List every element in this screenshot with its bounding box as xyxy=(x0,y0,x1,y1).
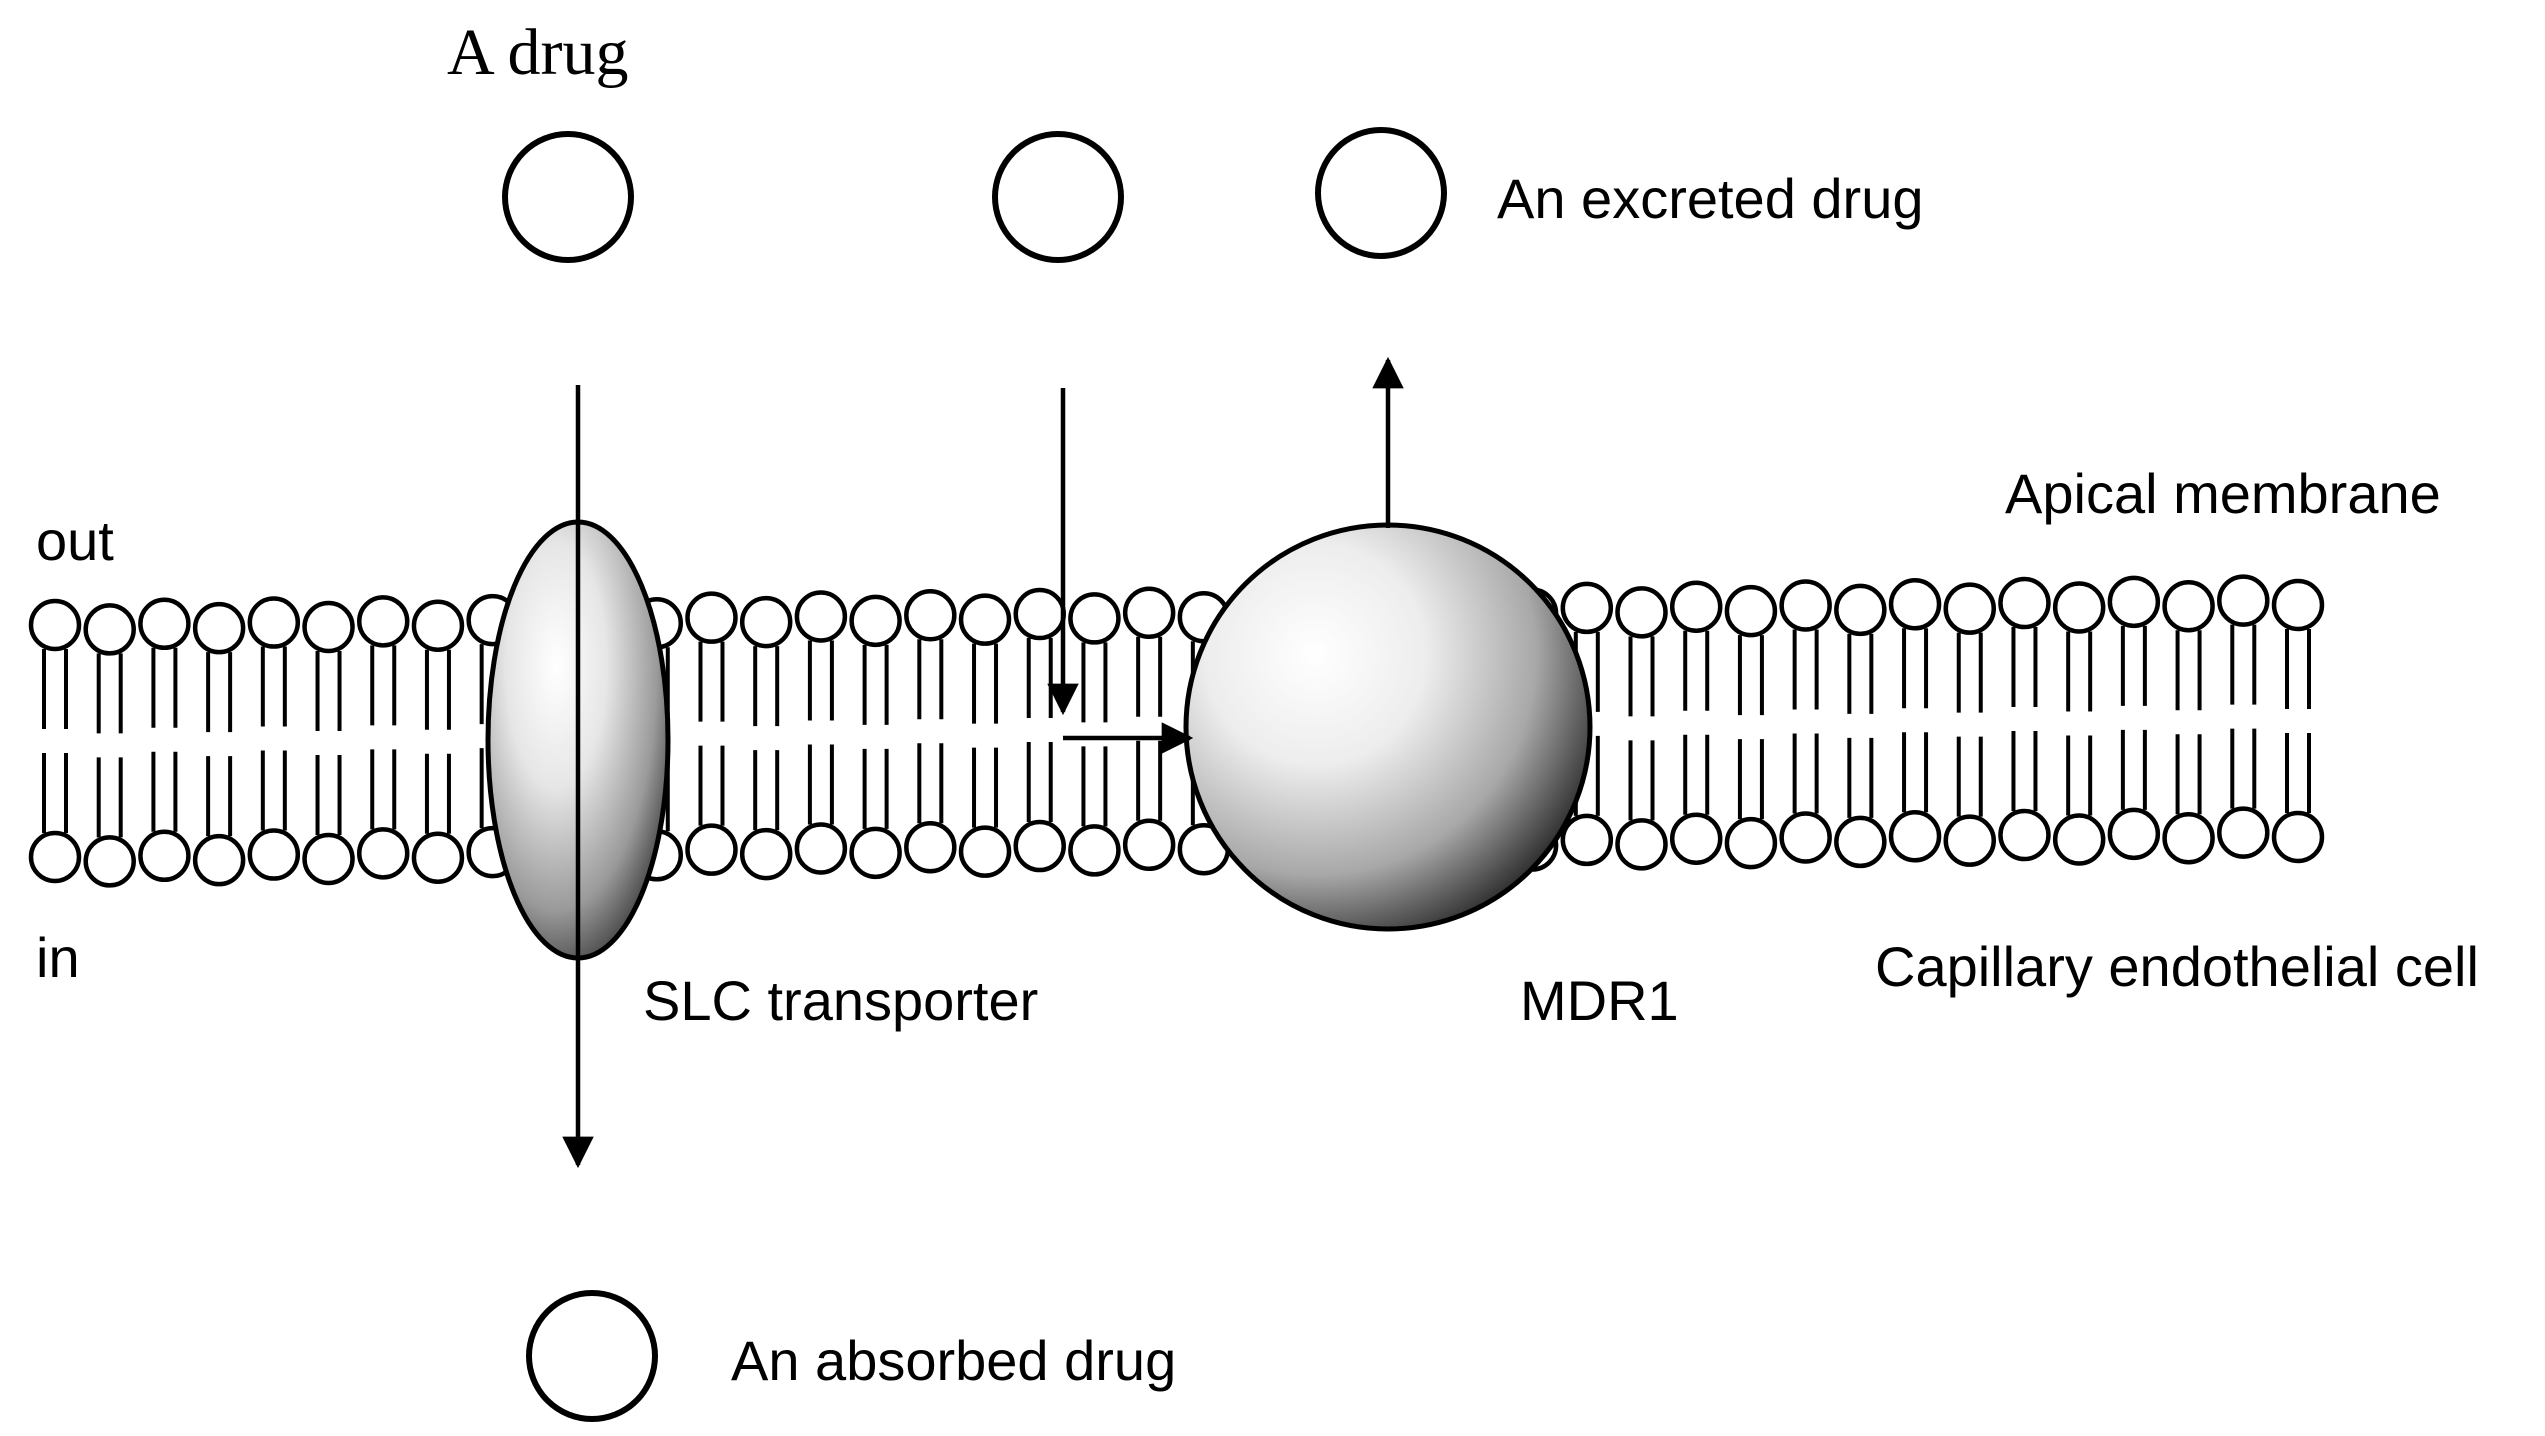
lipid-head-icon xyxy=(958,593,1012,646)
lipid-head-icon xyxy=(83,603,136,656)
lipid-head-icon xyxy=(247,828,301,881)
lipid-head-icon xyxy=(1122,586,1176,640)
lower-lipid-leaflet xyxy=(28,728,2325,888)
lipid-head-icon xyxy=(1013,587,1066,641)
lipid-head-icon xyxy=(685,823,738,876)
excreted-drug-label: An excreted drug xyxy=(1497,167,1923,230)
lipid-head-icon xyxy=(1998,808,2051,862)
lipid-head-icon xyxy=(1998,576,2051,630)
lipid-head-icon xyxy=(849,594,902,648)
lipid-head-icon xyxy=(739,595,793,649)
lipid-head-icon xyxy=(83,835,136,888)
lipid-head-icon xyxy=(247,596,301,649)
drug-molecule-icon xyxy=(992,131,1124,263)
lipid-head-icon xyxy=(2217,806,2270,859)
lipid-head-icon xyxy=(1560,581,1614,635)
lipid-head-icon xyxy=(138,597,191,651)
lipid-head-icon xyxy=(411,599,465,652)
lipid-head-icon xyxy=(302,832,355,886)
lipid-head-icon xyxy=(1834,583,1887,637)
lipid-head-icon xyxy=(2271,810,2325,864)
lipid-head-icon xyxy=(685,591,738,644)
capillary-cell-label: Capillary endothelial cell xyxy=(1875,935,2479,998)
lipid-head-icon xyxy=(28,598,82,652)
lipid-head-icon xyxy=(2217,574,2270,627)
lipid-head-icon xyxy=(138,829,191,883)
lipid-head-icon xyxy=(1724,584,1778,638)
lipid-head-icon xyxy=(356,827,410,880)
lipid-head-icon xyxy=(1068,592,1121,645)
apical-membrane-label: Apical membrane xyxy=(2005,462,2441,525)
lipid-head-icon xyxy=(1615,586,1668,639)
lipid-head-icon xyxy=(411,831,465,884)
out-label: out xyxy=(36,509,114,572)
lipid-head-icon xyxy=(192,833,246,887)
lipid-head-icon xyxy=(1943,814,1997,867)
lipid-head-icon xyxy=(1669,812,1723,865)
in-label: in xyxy=(36,926,80,989)
lipid-head-icon xyxy=(192,601,246,655)
absorbed-drug-molecule-icon xyxy=(526,1290,658,1422)
lipid-head-icon xyxy=(1068,824,1121,877)
lipid-head-icon xyxy=(794,590,848,643)
lipid-head-icon xyxy=(794,822,848,875)
absorbed-drug-label: An absorbed drug xyxy=(731,1329,1176,1392)
lipid-head-icon xyxy=(1669,580,1723,633)
lipid-head-icon xyxy=(1560,813,1614,867)
lipid-head-icon xyxy=(1779,579,1832,632)
lipid-head-icon xyxy=(356,595,410,648)
mdr1-sphere-icon xyxy=(1183,522,1593,932)
lipid-head-icon xyxy=(302,600,355,654)
lipid-head-icon xyxy=(28,830,82,884)
lipid-head-icon xyxy=(2162,811,2215,865)
lipid-head-icon xyxy=(1724,816,1778,870)
lipid-head-icon xyxy=(1615,818,1668,871)
lipid-head-icon xyxy=(1122,818,1176,872)
lipid-head-icon xyxy=(1013,819,1066,873)
mdr1-label: MDR1 xyxy=(1520,969,1679,1032)
a-drug-label: A drug xyxy=(447,16,629,89)
slc-transporter-label: SLC transporter xyxy=(643,969,1038,1032)
excreted-drug-molecule-icon xyxy=(1315,127,1447,259)
lipid-head-icon xyxy=(1888,578,1942,631)
lipid-head-icon xyxy=(2107,807,2161,861)
lipid-head-icon xyxy=(739,827,793,881)
lipid-head-icon xyxy=(849,826,902,880)
lipid-head-icon xyxy=(2052,813,2106,866)
lipid-head-icon xyxy=(904,820,957,874)
lipid-head-icon xyxy=(1943,582,1997,635)
lipid-head-icon xyxy=(1834,815,1887,869)
lipid-head-icon xyxy=(904,588,957,642)
upper-lipid-leaflet xyxy=(28,574,2325,734)
lipid-head-icon xyxy=(2107,575,2161,629)
lipid-head-icon xyxy=(1779,811,1832,864)
lipid-head-icon xyxy=(958,825,1012,878)
lipid-head-icon xyxy=(1888,810,1942,863)
lipid-head-icon xyxy=(2052,581,2106,634)
lipid-head-icon xyxy=(2162,579,2215,633)
drug-molecule-icon xyxy=(502,131,634,263)
lipid-head-icon xyxy=(2271,578,2325,632)
